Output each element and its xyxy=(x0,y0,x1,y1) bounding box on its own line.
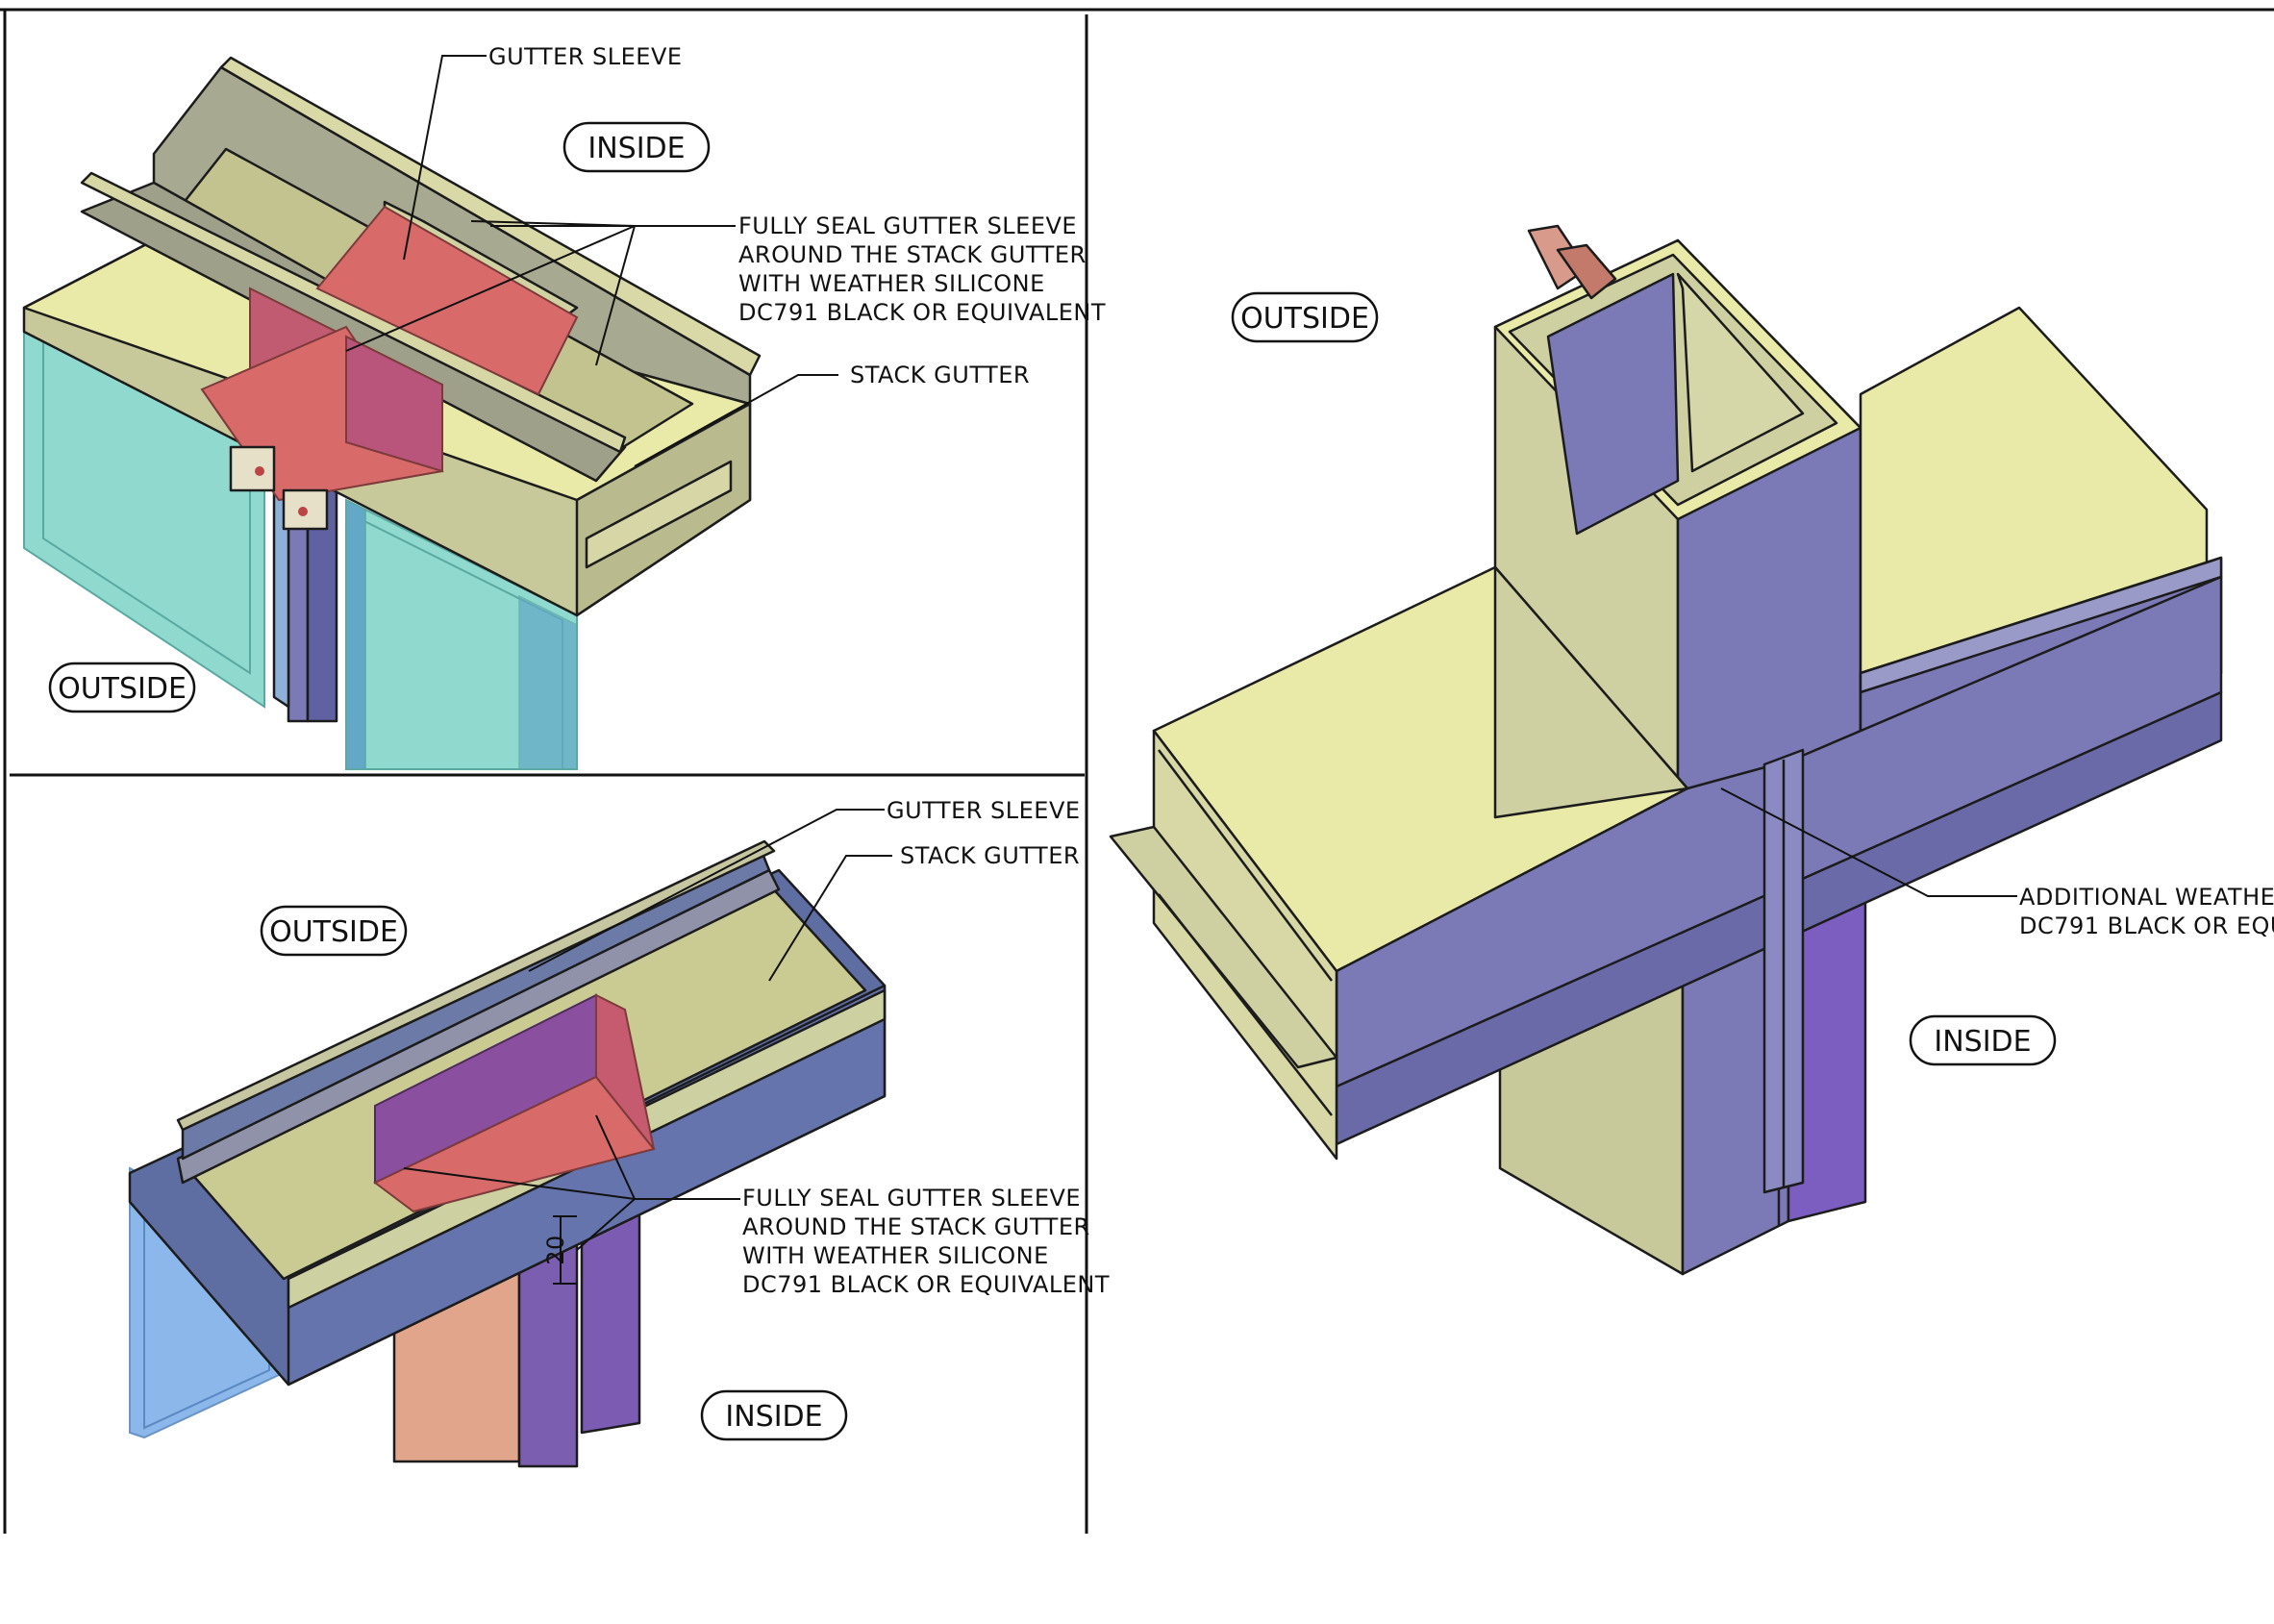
tag-outside: OUTSIDE xyxy=(48,662,196,713)
stack-gutter-back xyxy=(176,839,781,1185)
tag-outside-3: OUTSIDE xyxy=(1231,291,1379,343)
tag-inside-3: INSIDE xyxy=(1909,1014,2057,1066)
tag-outside-3-text: OUTSIDE xyxy=(1240,302,1369,336)
leaders-top-left xyxy=(345,55,838,467)
label-gutter-sleeve-2: GUTTER SLEEVE xyxy=(887,797,1081,824)
dimension-20-text: 20 xyxy=(542,1235,569,1265)
label-gutter-sleeve: GUTTER SLEEVE xyxy=(488,43,683,70)
leaders-bottom-left xyxy=(403,809,892,1251)
joint-sleeve xyxy=(1762,748,1805,1194)
splice-bracket xyxy=(229,445,329,531)
tag-inside-2-text: INSIDE xyxy=(725,1400,822,1434)
seal-note-2-line-4: DC791 BLACK OR EQUIVALENT xyxy=(742,1271,1110,1298)
panel-bottom-left: 20 GUTTER SLEEVE STACK GUTTER OUTSIDE FU… xyxy=(128,797,1110,1468)
seal-note-line-4: DC791 BLACK OR EQUIVALENT xyxy=(738,299,1106,326)
leader-right xyxy=(1720,787,2017,897)
additional-note-line-2: DC791 BLACK OR EQUIV xyxy=(2019,912,2274,939)
panel-right: OUTSIDE ADDITIONAL WEATHER SI DC791 BLAC… xyxy=(1109,224,2274,1276)
label-stack-gutter: STACK GUTTER xyxy=(850,362,1030,388)
column-lower xyxy=(1498,868,1867,1276)
dimension-20: 20 xyxy=(542,1215,577,1285)
stack-gutter-body xyxy=(80,56,762,483)
seal-note-2-line-3: WITH WEATHER SILICONE xyxy=(742,1242,1049,1269)
seal-note-line-3: WITH WEATHER SILICONE xyxy=(738,270,1045,297)
tag-inside: INSIDE xyxy=(562,121,711,173)
gutter-sleeve-2 xyxy=(373,993,656,1213)
additional-note-line-1: ADDITIONAL WEATHER SI xyxy=(2019,884,2274,911)
seal-note-2-line-1: FULLY SEAL GUTTER SLEEVE xyxy=(742,1185,1081,1212)
panel-top-left: GUTTER SLEEVE INSIDE FULLY SEAL GUTTER S… xyxy=(22,43,1106,770)
tag-inside-3-text: INSIDE xyxy=(1934,1025,2031,1059)
tag-outside-text: OUTSIDE xyxy=(58,672,187,706)
sheet-frame xyxy=(0,8,2274,1534)
seal-note-line-1: FULLY SEAL GUTTER SLEEVE xyxy=(738,212,1077,239)
tag-outside-2: OUTSIDE xyxy=(260,905,408,957)
seal-note-2-line-2: AROUND THE STACK GUTTER xyxy=(742,1213,1090,1240)
tag-inside-2: INSIDE xyxy=(700,1389,848,1441)
label-stack-gutter-2: STACK GUTTER xyxy=(900,842,1080,869)
labels-right: OUTSIDE ADDITIONAL WEATHER SI DC791 BLAC… xyxy=(1231,291,2274,1066)
tag-outside-2-text: OUTSIDE xyxy=(269,915,398,949)
seal-note-line-2: AROUND THE STACK GUTTER xyxy=(738,241,1087,268)
labels-top-left: GUTTER SLEEVE INSIDE FULLY SEAL GUTTER S… xyxy=(48,43,1106,713)
tag-inside-text: INSIDE xyxy=(587,132,685,165)
labels-bottom-left: GUTTER SLEEVE STACK GUTTER OUTSIDE FULLY… xyxy=(260,797,1110,1441)
